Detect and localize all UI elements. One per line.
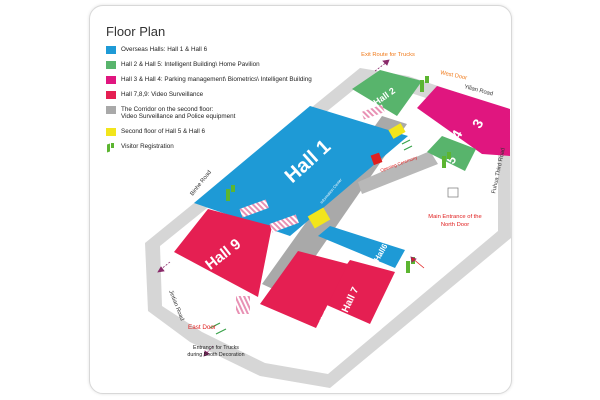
visitor-registration-icon xyxy=(442,152,451,168)
main-entrance-label-line2: North Door xyxy=(441,222,469,228)
exit-route-label: Exit Route for Trucks xyxy=(361,52,415,58)
north-gate-building xyxy=(447,187,459,198)
hall-9: Hall 9 xyxy=(174,209,272,297)
legend-swatch-magenta xyxy=(106,76,116,84)
yilian-road-label: Yilian Road xyxy=(463,84,493,97)
legend-label: Overseas Halls: Hall 1 & Hall 6 xyxy=(121,46,208,53)
legend-swatch-grey xyxy=(106,106,116,114)
legend-label: Hall 3 & Hall 4: Parking management\ Bio… xyxy=(121,76,312,83)
site-map: Hall 2 4 3 5 Hall 1 Hall6 Hall 9 Hall 7 xyxy=(145,52,511,388)
hall-1: Hall 1 xyxy=(194,106,408,236)
legend-label: Second floor of Hall 5 & Hall 6 xyxy=(121,128,206,135)
second-floor-block xyxy=(307,207,331,229)
truck-route-arrows xyxy=(157,59,425,357)
page-title: Floor Plan xyxy=(106,24,166,39)
legend-swatch-blue xyxy=(106,46,116,54)
legend-label: Hall 7,8,9: Video Surveillance xyxy=(121,91,204,98)
hall-2: Hall 2 xyxy=(352,70,422,116)
floor-plan-frame: Floor Plan Overseas Halls: Hall 1 & Hall… xyxy=(89,5,512,394)
opening-ceremony-marker xyxy=(370,152,383,166)
west-door-label: West Door xyxy=(440,70,468,82)
crosswalk xyxy=(239,199,269,218)
legend-swatch-red xyxy=(106,91,116,99)
legend-label: Visitor Registration xyxy=(121,143,174,150)
hall-6: Hall6 xyxy=(318,226,405,268)
legend-label: Hall 2 & Hall 5: Intelligent Building\ H… xyxy=(121,61,260,68)
legend: Overseas Halls: Hall 1 & Hall 6 Hall 2 &… xyxy=(106,46,346,158)
entrance-trucks-label-line1: Entrance for Trucks xyxy=(193,345,239,351)
east-door-label: East Door xyxy=(188,324,216,331)
legend-label-line1: The Corridor on the second floor: xyxy=(121,106,214,113)
legend-item-hall-3-4: Hall 3 & Hall 4: Parking management\ Bio… xyxy=(106,76,346,90)
crosswalk xyxy=(361,104,385,120)
legend-label: The Corridor on the second floor: Video … xyxy=(121,106,235,120)
legend-item-corridor: The Corridor on the second floor: Video … xyxy=(106,106,346,127)
entrance-trucks-label-line2: during Booth Decoration xyxy=(187,352,244,358)
legend-item-hall-7-8-9: Hall 7,8,9: Video Surveillance xyxy=(106,91,346,105)
door-arrows xyxy=(209,139,413,335)
corridor-walkway xyxy=(358,151,438,194)
visitor-registration-icon xyxy=(106,143,116,153)
legend-swatch-green xyxy=(106,61,116,69)
legend-item-overseas-halls: Overseas Halls: Hall 1 & Hall 6 xyxy=(106,46,346,60)
legend-item-second-floor: Second floor of Hall 5 & Hall 6 xyxy=(106,128,346,142)
legend-label-line2: Video Surveillance and Police equipment xyxy=(121,113,236,120)
legend-swatch-yellow xyxy=(106,128,116,136)
crosswalk xyxy=(236,296,250,314)
legend-item-hall-2-5: Hall 2 & Hall 5: Intelligent Building\ H… xyxy=(106,61,346,75)
legend-item-visitor-registration: Visitor Registration xyxy=(106,143,346,157)
visitor-registration-icon xyxy=(226,185,235,201)
second-floor-block xyxy=(388,123,406,139)
hall-3-4: 4 3 xyxy=(417,86,510,156)
main-entrance-label-line1: Main Entrance of the xyxy=(428,214,482,220)
visitor-registration-icon xyxy=(420,76,429,92)
crosswalk xyxy=(269,214,299,233)
